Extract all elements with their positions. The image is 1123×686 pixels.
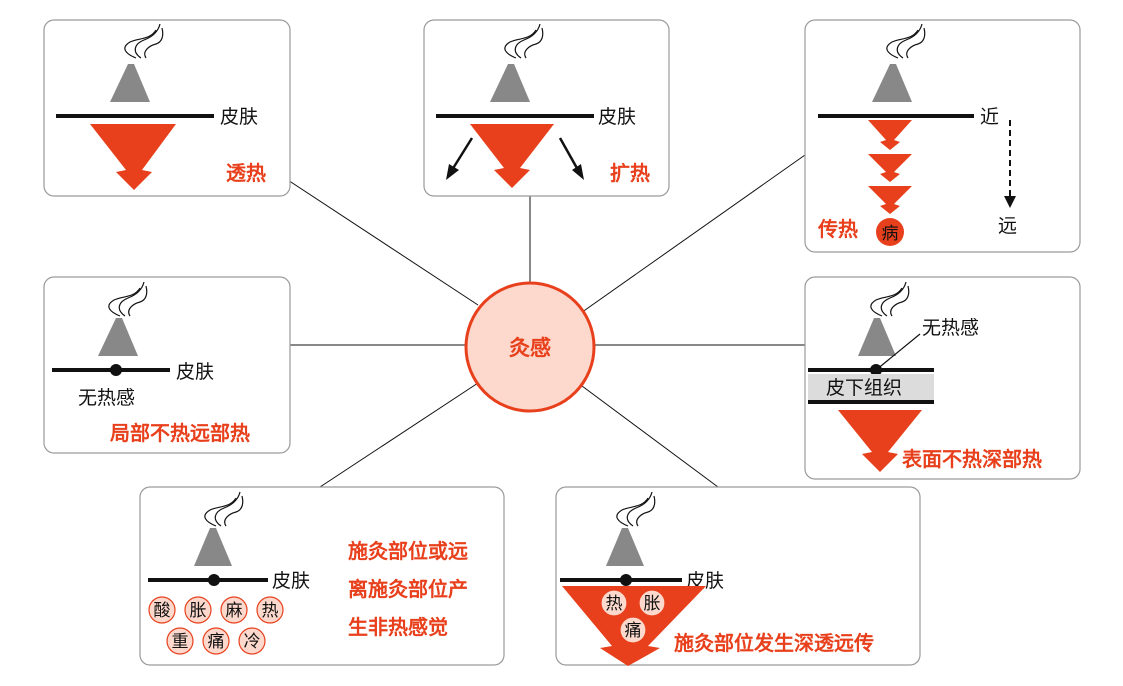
panel-title: 局部不热远部热 bbox=[109, 421, 250, 445]
heat-arrow-icon bbox=[470, 124, 554, 188]
skin-label: 皮肤 bbox=[272, 570, 310, 592]
panel-text-line: 离施灸部位产 bbox=[348, 577, 468, 601]
panel-title: 传热 bbox=[817, 217, 858, 241]
svg-text:冷: 冷 bbox=[244, 632, 261, 652]
moxa-cone-icon bbox=[110, 64, 150, 102]
svg-text:痛: 痛 bbox=[625, 621, 642, 641]
spread-arrow-right bbox=[558, 137, 580, 171]
sensation-badge: 重 bbox=[166, 627, 194, 655]
center-label: 灸感 bbox=[509, 336, 551, 360]
svg-text:痛: 痛 bbox=[208, 632, 225, 652]
skin-label: 皮肤 bbox=[598, 106, 636, 128]
panel-box bbox=[43, 276, 291, 454]
sensation-badge: 痛 bbox=[202, 627, 230, 655]
tissue-label: 皮下组织 bbox=[826, 377, 902, 399]
arrowhead-icon bbox=[446, 164, 459, 180]
panel-text-line: 生非热感觉 bbox=[348, 615, 448, 639]
svg-text:重: 重 bbox=[172, 632, 189, 652]
moxa-cone-icon bbox=[858, 318, 896, 356]
skin-label: 皮肤 bbox=[220, 106, 258, 128]
sensation-badge: 热 bbox=[256, 596, 284, 624]
moxa-point bbox=[620, 574, 632, 586]
moxa-cone-icon bbox=[606, 528, 644, 566]
moxa-point bbox=[870, 364, 882, 376]
disease-badge bbox=[876, 218, 904, 246]
svg-text:热: 热 bbox=[262, 601, 279, 621]
svg-text:热: 热 bbox=[606, 594, 623, 614]
panel-box bbox=[139, 486, 505, 666]
heat-arrow-icon bbox=[90, 124, 176, 190]
svg-text:麻: 麻 bbox=[226, 601, 243, 621]
panel-transmit-heat: 皮肤 透热 bbox=[43, 19, 291, 197]
moxa-point bbox=[110, 364, 122, 376]
panel-box bbox=[804, 19, 1081, 253]
panel-text-line: 施灸部位或远 bbox=[348, 539, 468, 563]
center-circle bbox=[464, 281, 596, 413]
moxa-cone-icon bbox=[194, 528, 232, 566]
skin-label: 皮肤 bbox=[176, 361, 214, 383]
panel-title: 扩热 bbox=[610, 161, 650, 185]
panel-surface-cold-deep-heat: 无热感 皮下组织 表面不热深部热 bbox=[804, 276, 1081, 480]
heat-arrow-icon bbox=[868, 186, 912, 214]
moxa-cone-icon bbox=[490, 64, 530, 102]
panel-title: 表面不热深部热 bbox=[902, 447, 1042, 471]
center-node: 灸感 bbox=[464, 281, 596, 413]
panel-conduct-heat: 近 病 远 传热 bbox=[804, 19, 1081, 253]
connector-line bbox=[264, 164, 479, 306]
connector-line bbox=[319, 382, 479, 488]
no-heat-label: 无热感 bbox=[78, 387, 135, 409]
svg-text:胀: 胀 bbox=[644, 594, 661, 614]
panel-expand-heat: 皮肤 扩热 bbox=[423, 19, 670, 197]
heat-arrow-icon bbox=[868, 154, 912, 182]
near-label: 近 bbox=[980, 106, 999, 128]
panel-box bbox=[43, 19, 291, 197]
no-heat-label: 无热感 bbox=[922, 317, 979, 339]
sensation-badge: 麻 bbox=[220, 596, 248, 624]
sensation-badge: 痛 bbox=[619, 616, 647, 644]
svg-text:酸: 酸 bbox=[154, 601, 171, 621]
sensation-badge: 冷 bbox=[238, 627, 266, 655]
moxa-cone-icon bbox=[872, 64, 912, 102]
disease-label: 病 bbox=[882, 224, 899, 244]
sensation-badge: 胀 bbox=[638, 589, 666, 617]
arrowhead-icon bbox=[572, 164, 584, 180]
subcutaneous-layer bbox=[808, 374, 934, 400]
moxa-point bbox=[208, 574, 220, 586]
sensation-badge: 热 bbox=[600, 589, 628, 617]
far-label: 远 bbox=[998, 215, 1017, 237]
sensation-badge: 酸 bbox=[148, 596, 176, 624]
moxa-cone-icon bbox=[98, 318, 138, 356]
panel-local-cold-far-heat: 皮肤 无热感 局部不热远部热 bbox=[43, 276, 291, 454]
sensation-badge: 胀 bbox=[184, 596, 212, 624]
arrowhead-icon bbox=[1004, 196, 1016, 208]
heat-arrow-icon bbox=[868, 120, 912, 150]
panel-title: 施灸部位发生深透远传 bbox=[674, 631, 874, 655]
panel-box bbox=[423, 19, 670, 197]
connector-line bbox=[577, 154, 806, 316]
svg-text:胀: 胀 bbox=[190, 601, 207, 621]
panel-deep-far-transmission: 皮肤 热 胀 痛 施灸部位发生深透远传 bbox=[555, 486, 921, 666]
connector-line bbox=[577, 382, 719, 488]
panel-title: 透热 bbox=[226, 161, 266, 185]
pointer-line bbox=[875, 333, 921, 371]
spread-arrow-left bbox=[450, 137, 474, 171]
heat-arrow-icon bbox=[838, 410, 922, 472]
panel-non-heat-sensation: 皮肤 酸 胀 麻 热 重 痛 冷 施灸部位或远 离施灸部位 bbox=[139, 486, 505, 666]
connectors bbox=[264, 154, 806, 488]
